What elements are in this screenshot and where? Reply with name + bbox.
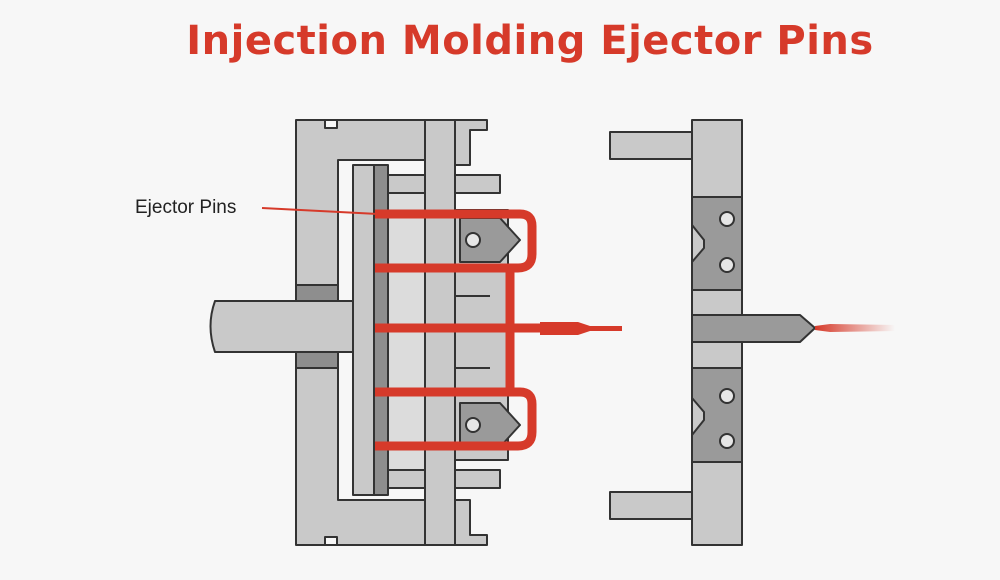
ejector-pins-label: Ejector Pins [135, 197, 237, 218]
ejector-pin-1 [375, 209, 537, 273]
core-plate-b [454, 119, 488, 166]
guide-arm-top [609, 131, 693, 160]
ejector-pins [375, 209, 545, 451]
ejector-pin-tip [540, 322, 622, 335]
cam-lower-pin [465, 417, 481, 433]
cam-upper-pin [465, 232, 481, 248]
cavity-hole-1 [719, 211, 735, 227]
rod-bushing-bottom [295, 351, 339, 369]
cavity-hole-3 [719, 388, 735, 404]
guide-arm-bottom [609, 491, 693, 520]
cam-lower [459, 402, 521, 448]
diagram-title: Injection Molding Ejector Pins [186, 18, 874, 64]
cavity-hole-4 [719, 433, 735, 449]
cavity-hole-2 [719, 257, 735, 273]
sprue-flow [815, 324, 895, 332]
clamp-notch-top [324, 119, 338, 129]
core-plate-c [454, 499, 488, 546]
callout-leader-line [261, 207, 379, 215]
ejector-pin-4 [375, 387, 537, 451]
clamp-notch-bottom [324, 536, 338, 546]
rod-bushing-top [295, 284, 339, 302]
sprue-nozzle [691, 314, 816, 343]
ejector-rod [209, 300, 356, 353]
